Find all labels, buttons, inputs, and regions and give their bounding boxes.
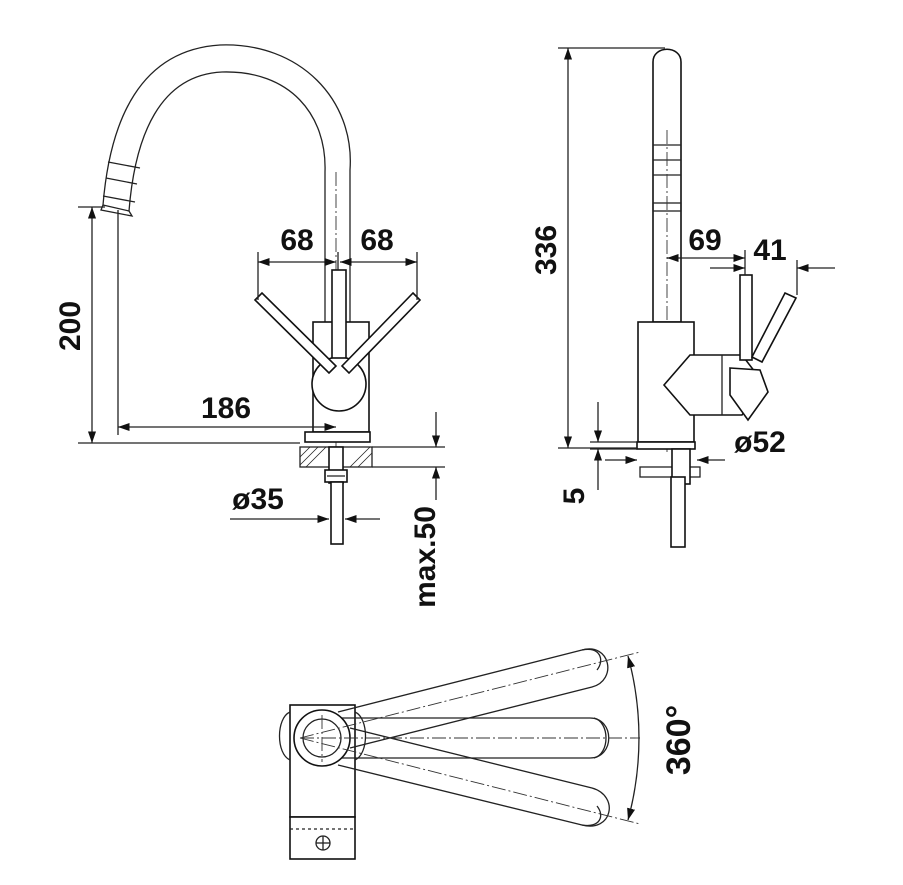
spout-outline-outer	[102, 44, 351, 322]
lever-left	[253, 291, 338, 375]
lever-position-upper	[337, 648, 609, 749]
side-handle-tilted	[750, 291, 798, 364]
side-base-plate	[636, 441, 696, 450]
lever-right	[340, 291, 422, 375]
dim-base-height: 5	[558, 488, 591, 505]
dim-reach: 186	[201, 392, 251, 425]
side-view: 336 69 41 ø52 5	[530, 47, 835, 548]
dim-max-thickness: max.50	[409, 506, 442, 608]
front-base-plate	[304, 431, 371, 443]
dim-lever-right: 68	[360, 224, 393, 257]
top-view: 360°	[278, 648, 698, 860]
dim-lever-left: 68	[280, 224, 313, 257]
spout-outline-inner	[128, 71, 326, 322]
front-view: 68 68 200 186 ø35 max.50	[54, 44, 445, 608]
dim-total-height: 336	[530, 225, 563, 275]
dim-base-diameter-side: ø52	[734, 426, 786, 459]
dim-handle-offset: 69	[688, 224, 721, 257]
lever-position-lower	[337, 727, 610, 827]
dim-rotation: 360°	[660, 705, 698, 775]
dim-spout-height: 200	[54, 301, 87, 351]
dim-handle-top: 41	[753, 234, 786, 267]
dim-base-diameter: ø35	[232, 483, 284, 516]
side-handle-vertical	[739, 274, 753, 361]
